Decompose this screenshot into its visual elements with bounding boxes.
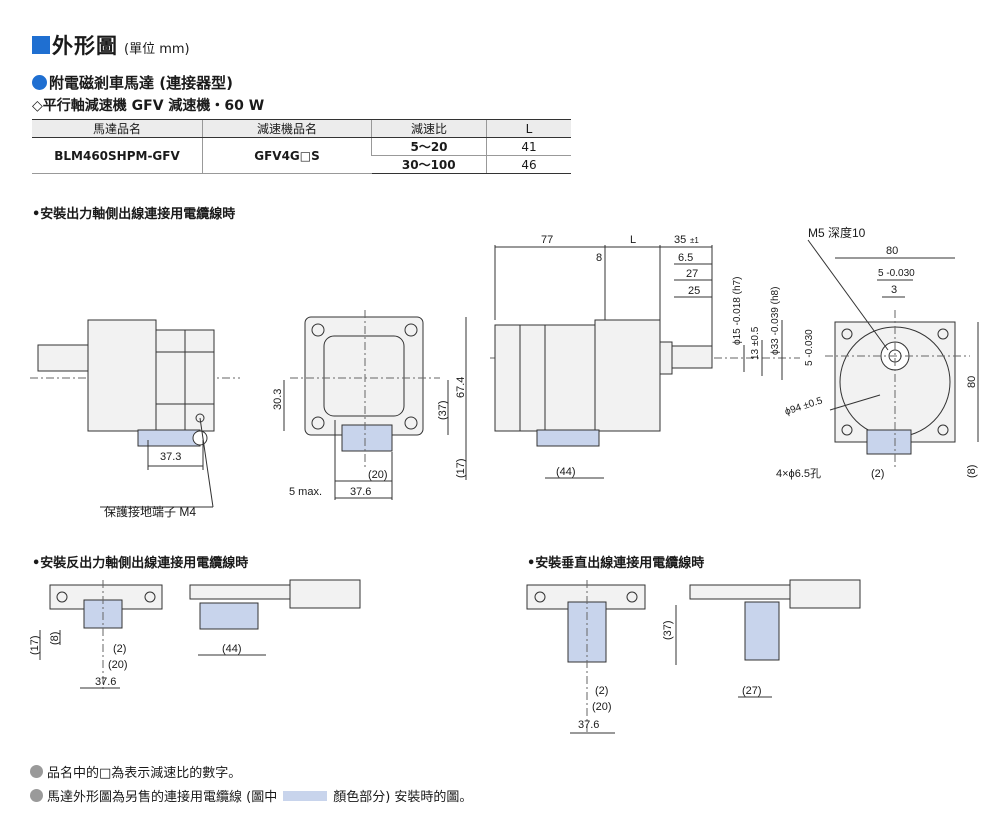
dim-37-3: 37.3: [160, 451, 181, 463]
header-L: L: [486, 119, 571, 138]
gray-dot-icon: [30, 789, 43, 802]
dim-25: 25: [688, 285, 700, 297]
mount-holes-label: 4×ϕ6.5孔: [776, 467, 821, 480]
gray-dot-icon: [30, 765, 43, 778]
cell-L-1: 41: [486, 137, 571, 156]
cell-gearhead: GFV4G□S: [202, 137, 372, 174]
blue-dot-icon: [32, 75, 47, 90]
dim-13: 13 ±0.5: [750, 326, 761, 360]
dim-44: (44): [556, 466, 576, 478]
ground-terminal-label: 保護接地端子 M4: [104, 504, 196, 519]
dim-phi94: ϕ94 ±0.5: [784, 395, 825, 418]
dim-b-2: (2): [113, 643, 126, 655]
m5-label: M5 深度10: [808, 225, 866, 240]
dim-L: L: [630, 234, 636, 246]
dim-b-8: (8): [49, 632, 61, 645]
dim-b-17: (17): [29, 635, 41, 655]
dim-37-6: 37.6: [350, 486, 371, 498]
dim-2: (2): [871, 468, 884, 480]
side-view-right: [490, 245, 800, 479]
dim-5max: 5 max.: [289, 486, 322, 498]
dim-c-20: (20): [592, 701, 612, 713]
dim-3: 3: [891, 284, 897, 296]
cell-L-2: 46: [486, 155, 571, 174]
rear-view: [290, 310, 467, 500]
title-square-icon: [32, 36, 50, 54]
header-gearhead: 減速機品名: [202, 119, 372, 138]
dim-phi15: ϕ15 -0.018 (h7): [732, 277, 743, 345]
dim-20: (20): [368, 469, 388, 481]
dim-phi33: ϕ33 -0.039 (h8): [770, 287, 781, 355]
dim-37: (37): [437, 400, 449, 420]
subtitle-2: ◇平行軸減速機 GFV 減速機・60 W: [32, 98, 265, 114]
cell-motor: BLM460SHPM-GFV: [32, 137, 203, 174]
side-view-left: [30, 319, 285, 508]
section-opposite-side: •安裝反出力軸側出線連接用電纜線時: [32, 556, 249, 571]
header-motor: 馬達品名: [32, 119, 203, 138]
header-ratio: 減速比: [371, 119, 487, 138]
spec-table: 馬達品名 減速機品名 減速比 L BLM460SHPM-GFV GFV4G□S …: [32, 119, 571, 174]
dim-c-27: (27): [742, 685, 762, 697]
dim-35-tol: ±1: [690, 236, 699, 245]
dim-5-key: 5 -0.030: [878, 268, 915, 279]
title-unit: (單位 mm): [124, 42, 190, 57]
dim-c-37: (37): [662, 620, 674, 640]
dim-80: 80: [886, 245, 898, 257]
dim-c-37-6: 37.6: [578, 719, 599, 731]
dim-27: 27: [686, 268, 698, 280]
dim-c-2: (2): [595, 685, 608, 697]
dim-77: 77: [541, 234, 553, 246]
title-text: 外形圖: [52, 34, 118, 58]
dim-b-37-6: 37.6: [95, 676, 116, 688]
cable-color-swatch: [283, 790, 328, 801]
dim-5-vertical: 5 -0.030: [804, 329, 815, 366]
dim-67-4: 67.4: [455, 377, 467, 398]
cell-ratio-1: 5～20: [371, 137, 487, 156]
dim-6-5: 6.5: [678, 252, 693, 264]
dim-b-20: (20): [108, 659, 128, 671]
opposite-side-views: [39, 579, 361, 690]
dim-80-vertical: 80: [966, 376, 978, 388]
note-1-text: 品名中的□為表示減速比的數字。: [47, 766, 242, 781]
cell-ratio-2: 30～100: [371, 155, 487, 174]
dim-35: 35: [674, 234, 686, 246]
dim-8-paren: (8): [966, 465, 978, 478]
section-output-side: •安裝出力軸側出線連接用電纜線時: [32, 207, 236, 222]
note-2-text-b: 顏色部分) 安裝時的圖。: [333, 790, 473, 805]
note-2-text-a: 馬達外形圖為另售的連接用電纜線 (圖中: [47, 790, 278, 805]
front-view: [807, 239, 979, 470]
note-2: 馬達外形圖為另售的連接用電纜線 (圖中 顏色部分) 安裝時的圖。: [30, 786, 472, 805]
dim-17: (17): [455, 458, 467, 478]
page-title: 外形圖 (單位 mm): [32, 30, 190, 60]
dim-30-3: 30.3: [272, 389, 284, 410]
dim-b-44: (44): [222, 643, 242, 655]
dim-8: 8: [596, 252, 602, 264]
note-1: 品名中的□為表示減速比的數字。: [30, 762, 241, 781]
section-vertical: •安裝垂直出線連接用電纜線時: [527, 556, 705, 571]
subtitle: 附電磁剎車馬達 (連接器型): [32, 72, 233, 93]
subtitle-text: 附電磁剎車馬達 (連接器型): [49, 74, 233, 92]
vertical-views: [526, 579, 861, 735]
